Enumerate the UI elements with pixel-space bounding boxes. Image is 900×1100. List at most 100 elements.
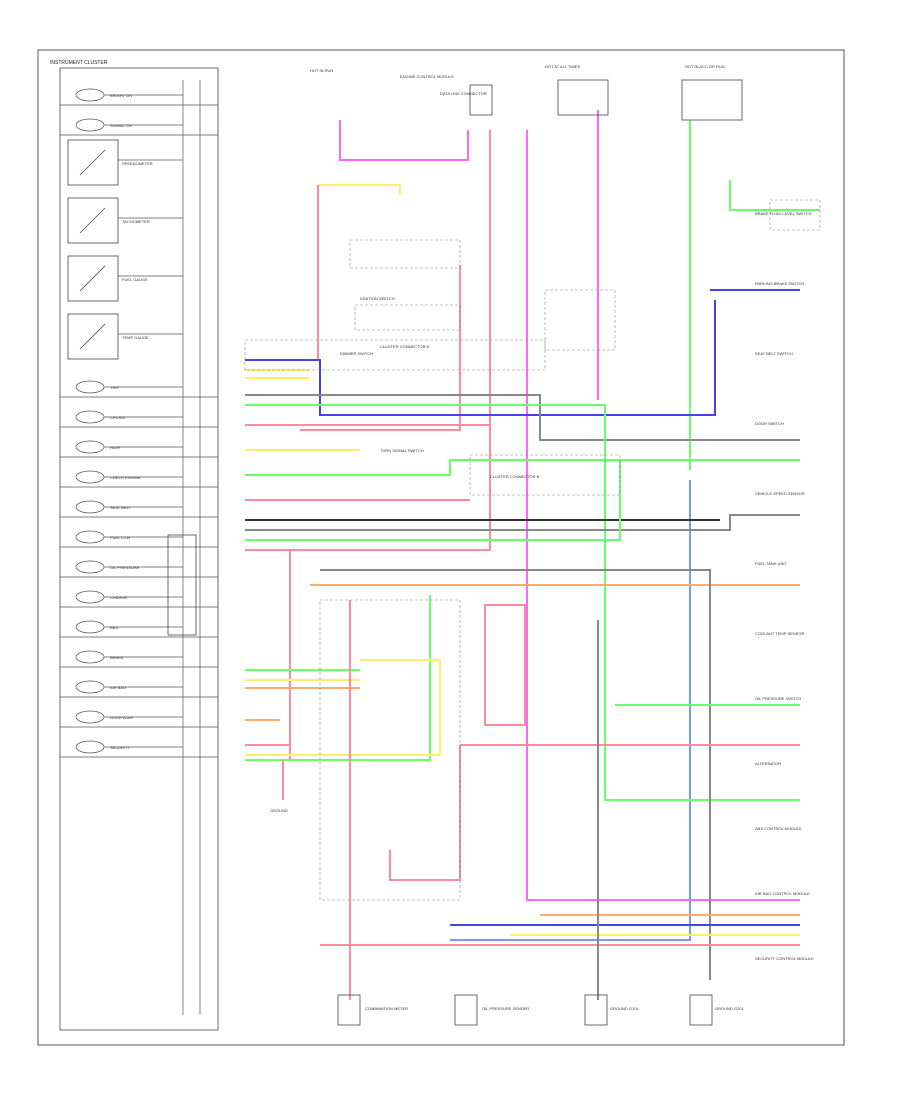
connector-b-dash — [469, 454, 621, 496]
wire-blue-long — [450, 480, 691, 941]
cluster-item-label: FUEL LOW — [110, 535, 131, 540]
right-label-abs-control-module: ABS CONTROL MODULE — [755, 826, 802, 831]
cluster-item-charge: CHARGE — [60, 590, 218, 608]
top-label-hot-in-acc-or-run: HOT IN ACC OR RUN — [685, 64, 725, 69]
cluster-item-signal-on: SIGNAL ON — [60, 118, 218, 136]
bulb-icon — [75, 380, 105, 394]
bulb-icon — [75, 560, 105, 574]
cluster-item-label: AIR BAG — [110, 685, 126, 690]
cluster-item-temp-gauge: TEMP GAUGE — [67, 313, 183, 360]
bulb-icon — [75, 88, 105, 102]
cluster-item-brake: BRAKE — [60, 650, 218, 668]
bulb-icon — [75, 740, 105, 754]
bottom-comp-4 — [689, 994, 713, 1026]
wire-gray-b4 — [245, 514, 800, 531]
wire-blue-harness — [245, 300, 716, 416]
cluster-item-check-engine: CHECK ENGINE — [60, 470, 218, 488]
cluster-item-fuel-gauge: FUEL GAUGE — [67, 255, 183, 302]
cluster-conn-a — [244, 339, 546, 371]
right-label-alternator: ALTERNATOR — [755, 761, 781, 766]
cluster-items: BRIGHT ON SIGNAL ON SPEEDOMETER TACHOMETER F… — [60, 88, 218, 758]
cluster-item-label: CHECK ENGINE — [110, 475, 141, 480]
bottom-label-ground-g201: GROUND G201 — [715, 1006, 744, 1011]
bulb-icon — [75, 680, 105, 694]
needle-icon — [79, 207, 106, 234]
center-labels: IGNITION SWITCH CLUSTER CONNECTOR A CLUSTE… — [270, 296, 540, 813]
wire-pink-top-1 — [339, 120, 469, 161]
right-label-security-control-module: SECURITY CONTROL MODULE — [755, 956, 814, 961]
bottom-labels: COMBINATION METER OIL PRESSURE SENDER GROU… — [365, 1006, 744, 1011]
bottom-label-ground-g101: GROUND G101 — [610, 1006, 639, 1011]
wire-yellow-mid2 — [245, 659, 441, 756]
wire-gray-mid — [320, 569, 711, 980]
cluster-item-label: SEAT BELT — [110, 505, 131, 510]
bottom-label-oil-pressure-sender: OIL PRESSURE SENDER — [482, 1006, 529, 1011]
right-label-seat-belt-switch: SEAT BELT SWITCH — [755, 351, 793, 356]
cluster-item-tachometer: TACHOMETER — [67, 197, 183, 244]
dimmer-box — [349, 239, 461, 269]
cluster-item-label: OIL PRESSURE — [110, 565, 140, 570]
ignition-switch-box — [354, 304, 461, 331]
wire-green-mid — [245, 595, 431, 761]
diagram-frame — [37, 49, 845, 1046]
wire-yellow-1 — [318, 184, 401, 195]
cluster-item-label: BRIGHT ON — [110, 93, 132, 98]
cluster-item-label: CRUISE — [110, 415, 125, 420]
bottom-label-combination-meter: COMBINATION METER — [365, 1006, 408, 1011]
right-label-coolant-temp-sensor: COOLANT TEMP SENSOR — [755, 631, 804, 636]
cluster-item-label: ABS — [110, 625, 118, 630]
cluster-item-air-bag: AIR BAG — [60, 680, 218, 698]
cluster-item-trip: TRIP — [60, 380, 218, 398]
needle-icon — [79, 323, 106, 350]
bulb-icon — [75, 118, 105, 132]
cluster-outline — [59, 67, 219, 1031]
bulb-icon — [75, 440, 105, 454]
wire-red-right — [389, 745, 461, 881]
center-label-ignition-switch: IGNITION SWITCH — [360, 296, 395, 301]
cluster-item-label: HIGH — [110, 445, 120, 450]
cluster-item-label: TRIP — [110, 385, 119, 390]
right-label-vehicle-speed-sensor: VEHICLE SPEED SENSOR — [755, 491, 805, 496]
center-label-cluster-connector-b: CLUSTER CONNECTOR B — [490, 474, 540, 479]
cluster-item-fuel-low: FUEL LOW — [60, 530, 218, 548]
center-label-ground: GROUND — [270, 808, 288, 813]
cluster-item-label: TACHOMETER — [122, 219, 150, 224]
right-sensor-1 — [769, 199, 821, 231]
bulb-icon — [75, 710, 105, 724]
wires — [245, 110, 820, 1000]
needle-icon — [79, 265, 106, 292]
cluster-item-label: SECURITY — [110, 745, 131, 750]
ground-dash — [319, 599, 461, 901]
bottom-comp-3 — [584, 994, 608, 1026]
right-label-door-switch: DOOR SWITCH — [755, 421, 784, 426]
top-label-hot-at-all-times: HOT AT ALL TIMES — [545, 64, 580, 69]
right-label-oil-pressure-switch: OIL PRESSURE SWITCH — [755, 696, 801, 701]
bulb-icon — [75, 530, 105, 544]
cluster-item-speedometer: SPEEDOMETER — [67, 139, 183, 186]
cluster-title: INSTRUMENT CLUSTER — [50, 60, 108, 66]
cluster-item-bright-on: BRIGHT ON — [60, 88, 218, 106]
cluster-item-high: HIGH — [60, 440, 218, 458]
cluster-item-label: FUEL GAUGE — [122, 277, 148, 282]
fuse-block-mid — [557, 79, 609, 116]
center-module — [544, 289, 616, 351]
bulb-icon — [75, 500, 105, 514]
bulb-icon — [75, 410, 105, 424]
wire-green-harness — [245, 404, 800, 801]
cluster-item-security: SECURITY — [60, 740, 218, 758]
center-label-cluster-connector-a: CLUSTER CONNECTOR A — [380, 344, 429, 349]
bottom-comp-1 — [337, 994, 361, 1026]
top-label-engine-control-module: ENGINE CONTROL MODULE — [400, 74, 454, 79]
cluster-control-module — [167, 534, 197, 636]
bottom-comp-2 — [454, 994, 478, 1026]
center-label-dimmer-switch: DIMMER SWITCH — [340, 351, 373, 356]
wire-gray-harness — [245, 394, 800, 441]
top-label-hot-in-run: HOT IN RUN — [310, 68, 333, 73]
needle-icon — [79, 149, 106, 176]
bulb-icon — [75, 620, 105, 634]
cluster-item-oil-pressure: OIL PRESSURE — [60, 560, 218, 578]
ecm-block — [469, 84, 493, 116]
cluster-item-label: TEMP GAUGE — [122, 335, 149, 340]
cluster-item-label: SIGNAL ON — [110, 123, 132, 128]
